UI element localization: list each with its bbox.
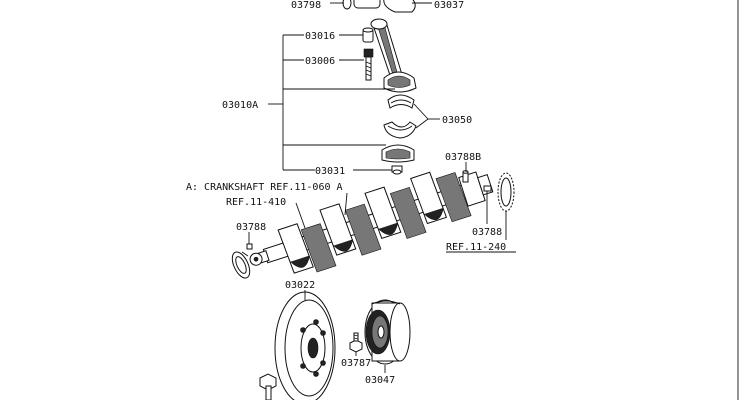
label-03787: 03787 bbox=[341, 358, 371, 369]
pin-03788B-icon bbox=[462, 170, 469, 183]
label-03788B: 03788B bbox=[445, 152, 481, 163]
pulley-icon bbox=[274, 291, 336, 405]
label-03016: 03016 bbox=[305, 31, 335, 42]
bracket-03050 bbox=[413, 103, 440, 129]
damper-icon bbox=[364, 299, 411, 365]
label-ref-11-240: REF.11-240 bbox=[446, 242, 506, 253]
bushing-icon bbox=[362, 27, 374, 43]
connecting-rod-icon bbox=[342, 0, 417, 93]
leader-ref-11-410 bbox=[295, 202, 306, 229]
gear-ring-icon bbox=[497, 172, 515, 212]
pin-03788-left-icon bbox=[246, 243, 253, 250]
bolt-icon bbox=[363, 48, 374, 81]
label-03031: 03031 bbox=[315, 166, 345, 177]
label-crankshaft-ref: A: CRANKSHAFT REF.11-060 A bbox=[186, 182, 343, 193]
seal-ring-icon bbox=[231, 251, 251, 279]
leader-seal bbox=[241, 251, 249, 257]
label-03037: 03037 bbox=[434, 0, 464, 11]
leader-crank-note bbox=[344, 192, 348, 216]
label-03010A: 03010A bbox=[222, 100, 258, 111]
crankshaft-icon bbox=[249, 171, 494, 274]
rod-cap-icon bbox=[381, 144, 415, 175]
label-03050: 03050 bbox=[442, 115, 472, 126]
label-ref-11-410: REF.11-410 bbox=[226, 197, 286, 208]
pulley-bolt-icon bbox=[259, 373, 277, 401]
label-03788-right: 03788 bbox=[472, 227, 502, 238]
bolt-03787-icon bbox=[349, 332, 363, 353]
pin-03788-right-icon bbox=[483, 185, 492, 192]
bracket-03010A bbox=[268, 34, 395, 171]
label-03047: 03047 bbox=[365, 375, 395, 386]
label-03798: 03798 bbox=[291, 0, 321, 11]
label-03006: 03006 bbox=[305, 56, 335, 67]
label-03788-left: 03788 bbox=[236, 222, 266, 233]
label-03022: 03022 bbox=[285, 280, 315, 291]
bearing-shell-icon bbox=[383, 94, 417, 139]
